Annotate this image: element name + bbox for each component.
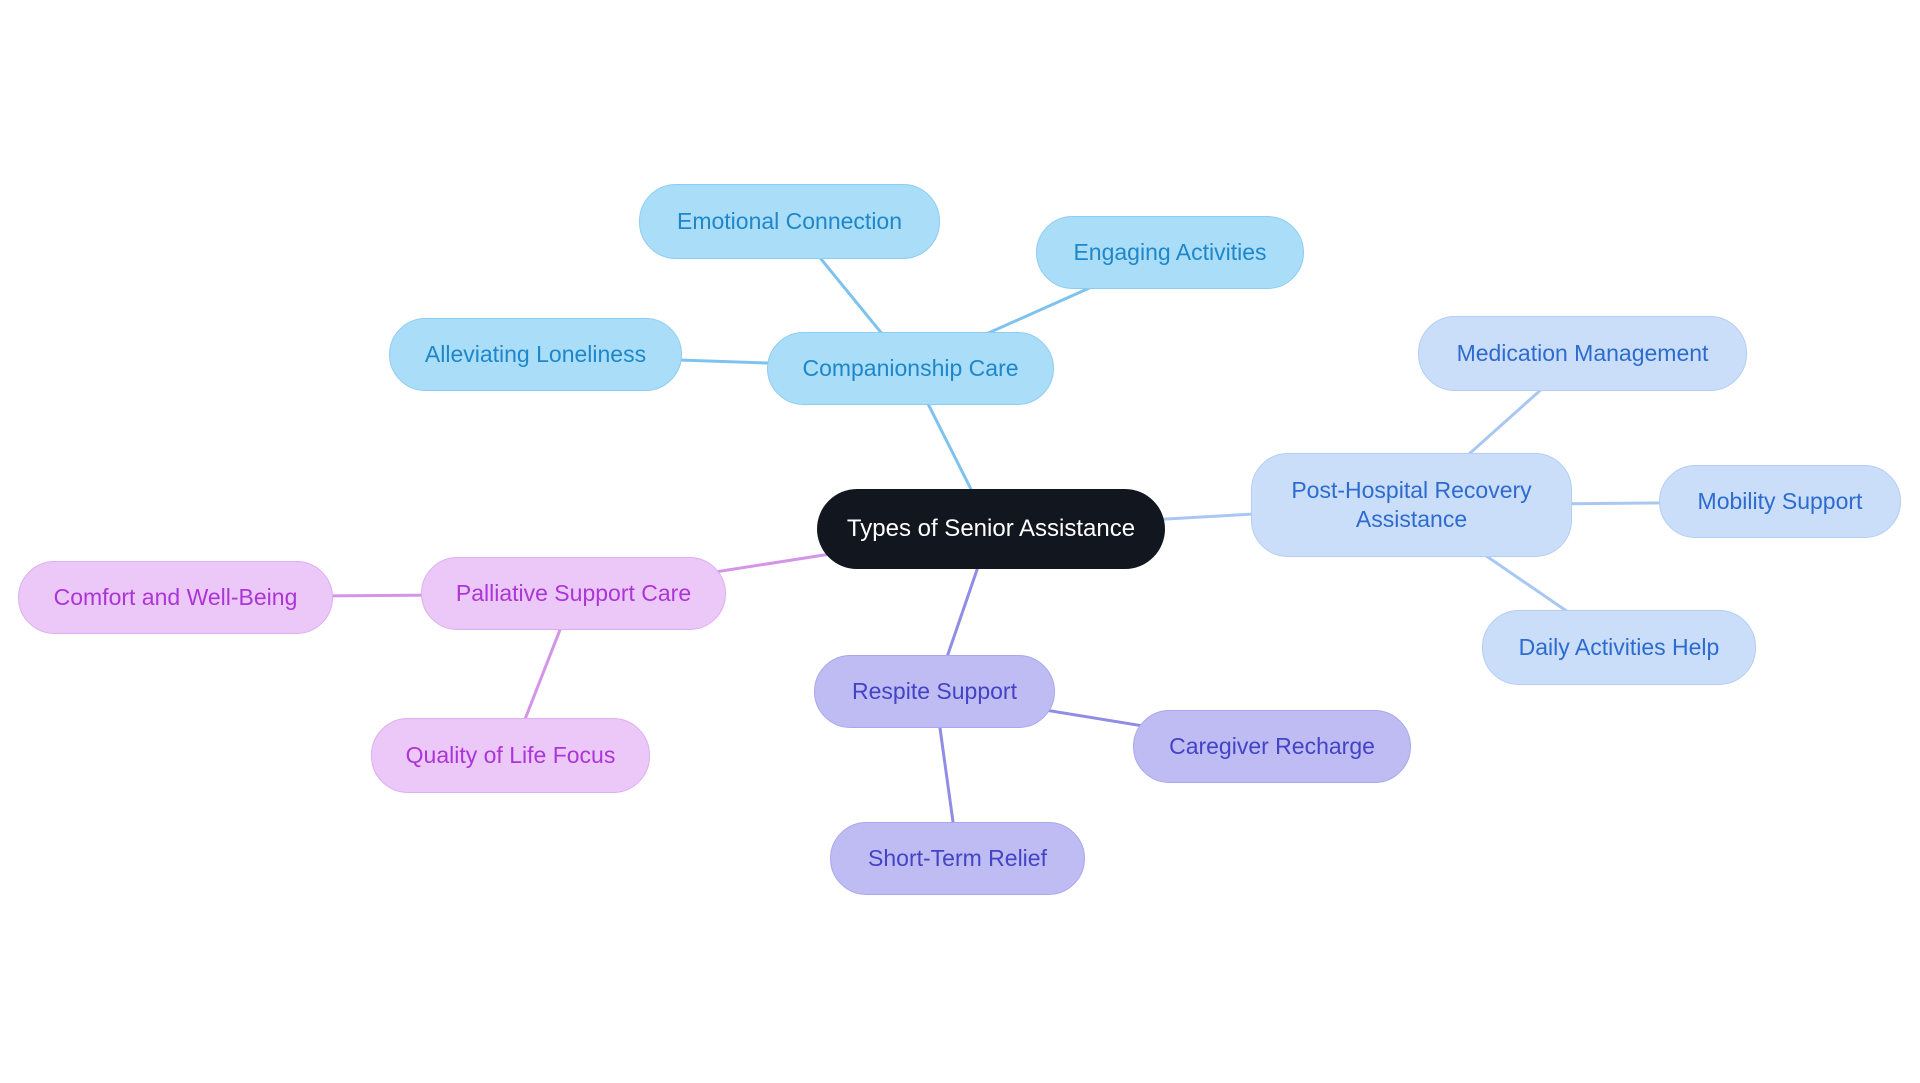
node-palliative-support-care[interactable]: Palliative Support Care xyxy=(421,557,726,630)
node-quality-of-life-focus[interactable]: Quality of Life Focus xyxy=(371,718,650,793)
node-alleviating-loneliness[interactable]: Alleviating Loneliness xyxy=(389,318,682,391)
node-comfort-and-well-being[interactable]: Comfort and Well-Being xyxy=(18,561,333,634)
node-medication-management[interactable]: Medication Management xyxy=(1418,316,1747,391)
node-respite-support[interactable]: Respite Support xyxy=(814,655,1055,728)
node-engaging-activities[interactable]: Engaging Activities xyxy=(1036,216,1304,289)
node-short-term-relief[interactable]: Short-Term Relief xyxy=(830,822,1085,895)
node-post-hospital-recovery-assistance[interactable]: Post-Hospital Recovery Assistance xyxy=(1251,453,1572,557)
node-daily-activities-help[interactable]: Daily Activities Help xyxy=(1482,610,1756,685)
node-emotional-connection[interactable]: Emotional Connection xyxy=(639,184,940,259)
node-central-types-of-senior-assistance[interactable]: Types of Senior Assistance xyxy=(817,489,1165,569)
node-mobility-support[interactable]: Mobility Support xyxy=(1659,465,1901,538)
node-caregiver-recharge[interactable]: Caregiver Recharge xyxy=(1133,710,1411,783)
node-companionship-care[interactable]: Companionship Care xyxy=(767,332,1054,405)
